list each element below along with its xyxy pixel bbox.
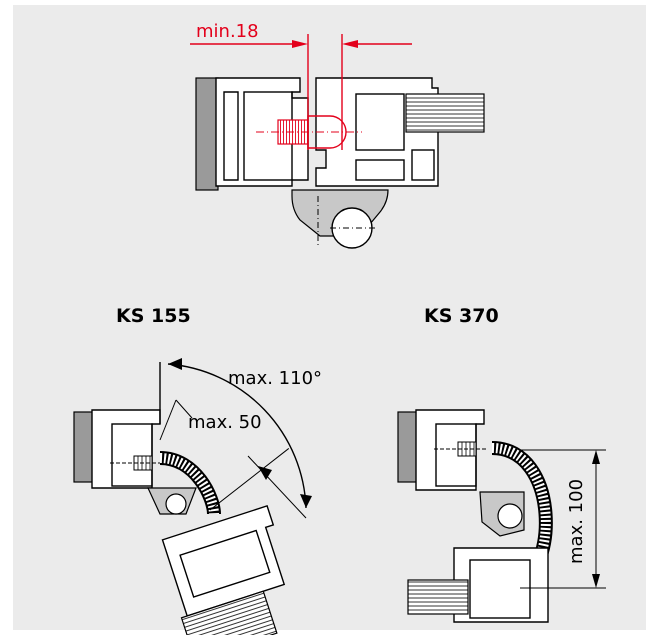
top-hatched-block (405, 93, 485, 133)
ks370-title: KS 370 (424, 305, 499, 327)
top-red-connector (307, 115, 347, 149)
ks155-frame-profile (91, 409, 161, 489)
min-dimension-label: min.18 (196, 21, 259, 42)
top-frame-gray (195, 77, 219, 191)
ks155-title: KS 155 (116, 305, 191, 327)
max-distance-label: max. 50 (188, 412, 262, 433)
ks155-diagram: max. 110° max. 50 (73, 358, 322, 635)
max-angle-label: max. 110° (228, 368, 322, 389)
ks370-diagram: max. 100 (397, 409, 606, 623)
max-height-label: max. 100 (566, 479, 587, 564)
top-diagram: min.18 (190, 21, 485, 249)
